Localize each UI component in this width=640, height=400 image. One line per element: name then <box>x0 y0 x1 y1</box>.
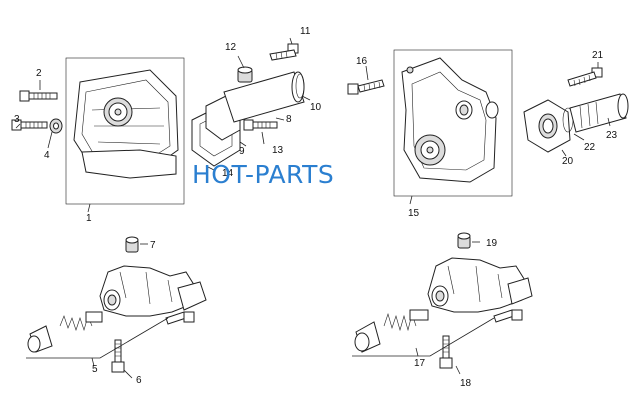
callout-13: 13 <box>272 145 284 156</box>
callout-1: 1 <box>86 213 92 224</box>
callout-17: 17 <box>414 358 426 369</box>
callout-4: 4 <box>44 150 50 161</box>
pipe-seal-parts <box>523 62 629 157</box>
side-bolt-right <box>493 309 523 323</box>
watermark-text: HOT-PARTS <box>192 160 335 189</box>
callout-10: 10 <box>310 102 322 113</box>
bolt-6 <box>111 339 125 373</box>
oil-pump-cover-assembly <box>11 57 185 213</box>
oil-pump-assembly <box>347 49 513 205</box>
callout-19: 19 <box>486 238 498 249</box>
bolt-11 <box>269 43 299 61</box>
callout-2: 2 <box>36 68 42 79</box>
relief-valve-assembly-right <box>352 232 533 375</box>
callout-18: 18 <box>460 378 472 389</box>
callout-12: 12 <box>225 42 237 53</box>
relief-valve-assembly-left <box>26 236 207 379</box>
callout-9: 9 <box>239 146 245 157</box>
callout-11: 11 <box>300 26 311 37</box>
callout-21: 21 <box>592 50 604 61</box>
bolt-13 <box>243 119 278 131</box>
callout-16: 16 <box>356 56 368 67</box>
washer-4 <box>49 118 63 134</box>
callout-3: 3 <box>14 114 20 125</box>
callout-6: 6 <box>136 375 142 386</box>
callout-22: 22 <box>584 142 596 153</box>
callout-20: 20 <box>562 156 574 167</box>
bolt-2 <box>19 90 58 102</box>
callout-15: 15 <box>408 208 420 219</box>
pipe-and-gasket-parts <box>191 37 311 171</box>
bolt-16 <box>347 79 385 95</box>
callout-14: 14 <box>222 168 234 179</box>
side-bolt-left <box>165 311 195 325</box>
callout-5: 5 <box>92 364 98 375</box>
bolt-3 <box>11 119 48 131</box>
callout-8: 8 <box>286 114 292 125</box>
callout-23: 23 <box>606 130 618 141</box>
callout-7: 7 <box>150 240 156 251</box>
spacer-12 <box>237 66 253 83</box>
bolt-18 <box>439 335 453 369</box>
callout-labels: 1 2 3 4 5 6 7 8 9 10 11 12 13 14 15 16 1… <box>14 26 618 389</box>
bolt-21 <box>567 67 603 87</box>
